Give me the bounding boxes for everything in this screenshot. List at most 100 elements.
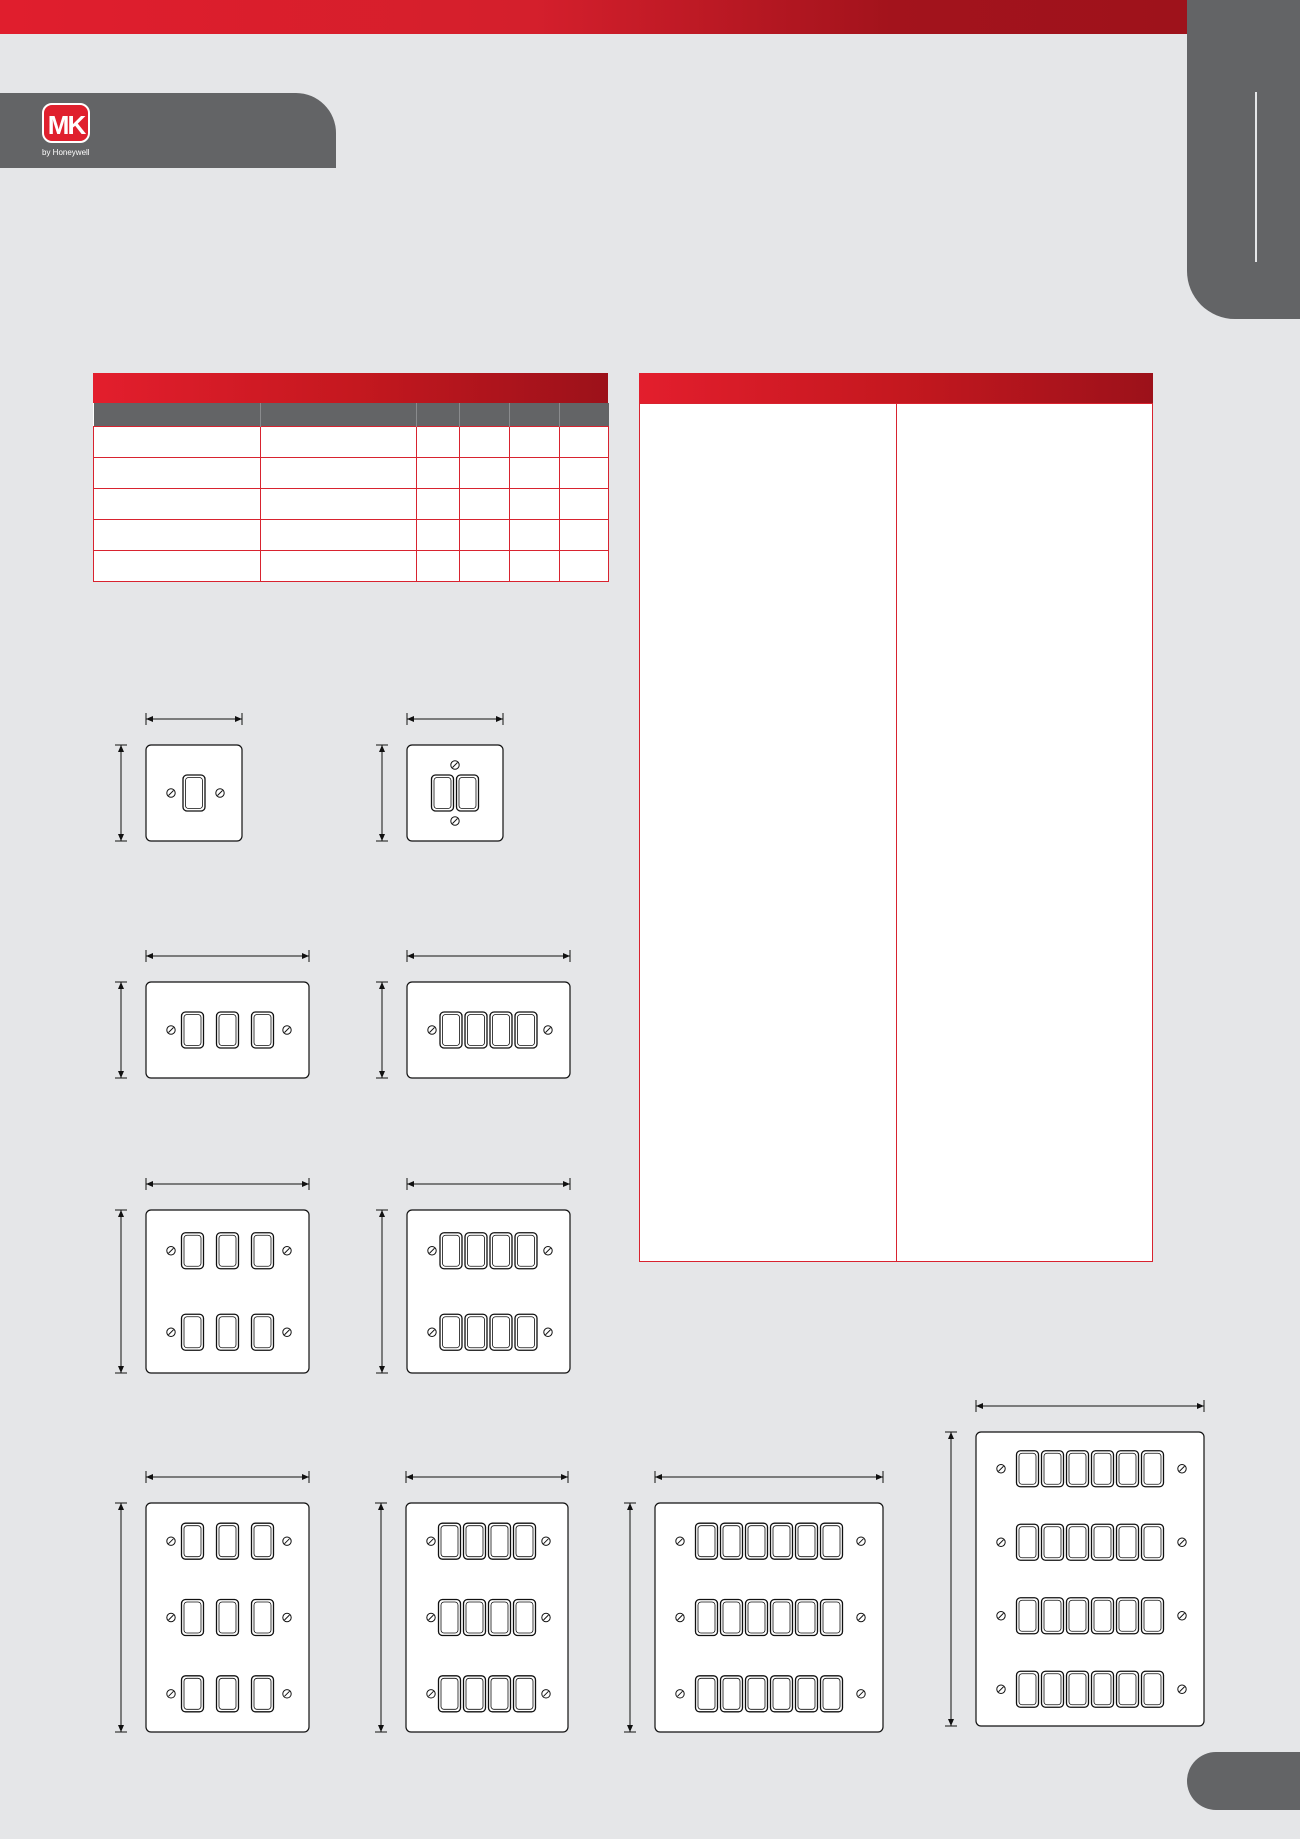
switch-module-inner [1143,1673,1162,1706]
switch-module-inner [253,1601,272,1634]
switch-module [215,1598,240,1637]
table-row [93,550,609,582]
screw-slot [168,1027,174,1033]
switch-module [514,1232,538,1270]
screw-slot [284,1329,290,1336]
mk-logo: MK [42,103,90,143]
switch-module [1065,1523,1090,1561]
switch-module [1115,1523,1140,1561]
switch-module [694,1675,719,1713]
switch-module-inner [253,1014,272,1046]
screw-slot [1179,1686,1185,1693]
switch-module [215,1313,240,1351]
switch-module [215,1011,240,1049]
switch-module [464,1313,488,1351]
switch-module-inner [490,1525,509,1558]
switch-module [512,1598,537,1637]
switch-module-inner [772,1525,791,1558]
switch-module [250,1011,275,1049]
switch-module [719,1598,744,1637]
switch-module [487,1675,512,1713]
switch-module [1065,1450,1090,1488]
table-row [93,426,609,458]
features-header-bar [639,373,1153,403]
screw-slot [429,1247,435,1254]
switch-module-inner [433,777,452,809]
switch-module [487,1598,512,1637]
switch-module-inner [490,1601,509,1634]
screw-slot [677,1538,683,1545]
switch-module-inner [1143,1526,1162,1559]
switch-module [512,1522,537,1560]
switch-module [512,1675,537,1713]
screw-slot [998,1612,1004,1619]
switch-module-inner [1093,1452,1112,1485]
table-row [93,457,609,489]
switch-module-inner [822,1677,841,1710]
switch-module [180,1232,205,1270]
switch-module [215,1522,240,1560]
switch-module [462,1598,487,1637]
switch-module [819,1522,844,1560]
switch-module-inner [517,1316,535,1349]
switch-module [250,1232,275,1270]
switch-module [769,1522,794,1560]
switch-module-inner [218,1316,237,1349]
switch-module-inner [440,1601,459,1634]
switch-module [487,1522,512,1560]
switch-module [1040,1450,1065,1488]
switch-module-inner [1118,1673,1137,1706]
spec-col-header [93,403,261,427]
switch-module-inner [492,1234,510,1267]
switch-module-inner [1043,1599,1062,1632]
grid-plate [405,1502,569,1733]
switch-module [489,1011,513,1049]
switch-module [1115,1670,1140,1708]
spec-col-header [509,403,560,427]
features-panel [639,403,1153,1262]
switch-module-inner [253,1234,272,1267]
switch-module-inner [1068,1452,1087,1485]
switch-module-inner [467,1234,485,1267]
switch-module [1115,1597,1140,1635]
switch-module [794,1675,819,1713]
switch-module-inner [1143,1452,1162,1485]
switch-module-inner [218,1677,237,1710]
switch-module-inner [697,1525,716,1558]
screw-slot [284,1027,290,1033]
switch-module-inner [1018,1673,1037,1706]
switch-module [1140,1450,1165,1488]
screw-slot [1179,1465,1185,1472]
switch-module [819,1598,844,1637]
switch-module-inner [747,1525,766,1558]
switch-module [489,1232,513,1270]
switch-module [250,1522,275,1560]
screw-slot [1179,1539,1185,1546]
switch-module [489,1313,513,1351]
switch-module-inner [772,1601,791,1634]
screw-slot [543,1690,549,1697]
side-tab-divider [1255,92,1257,262]
switch-module [455,774,480,812]
switch-module-inner [218,1601,237,1634]
switch-module-inner [492,1316,510,1349]
switch-module [769,1598,794,1637]
switch-module-inner [1018,1599,1037,1632]
switch-module-inner [465,1677,484,1710]
switch-module-inner [515,1677,534,1710]
grid-plate [975,1431,1205,1727]
switch-module-inner [1118,1452,1137,1485]
switch-module [462,1522,487,1560]
switch-module-inner [697,1677,716,1710]
switch-module [1140,1597,1165,1635]
spec-table-header-row [93,403,609,427]
switch-module [1090,1597,1115,1635]
screw-slot [168,1329,174,1336]
switch-module-inner [1043,1526,1062,1559]
switch-module-inner [697,1601,716,1634]
spec-col-header [559,403,609,427]
switch-module-inner [185,777,203,809]
switch-module-inner [515,1525,534,1558]
screw-slot [168,790,174,796]
